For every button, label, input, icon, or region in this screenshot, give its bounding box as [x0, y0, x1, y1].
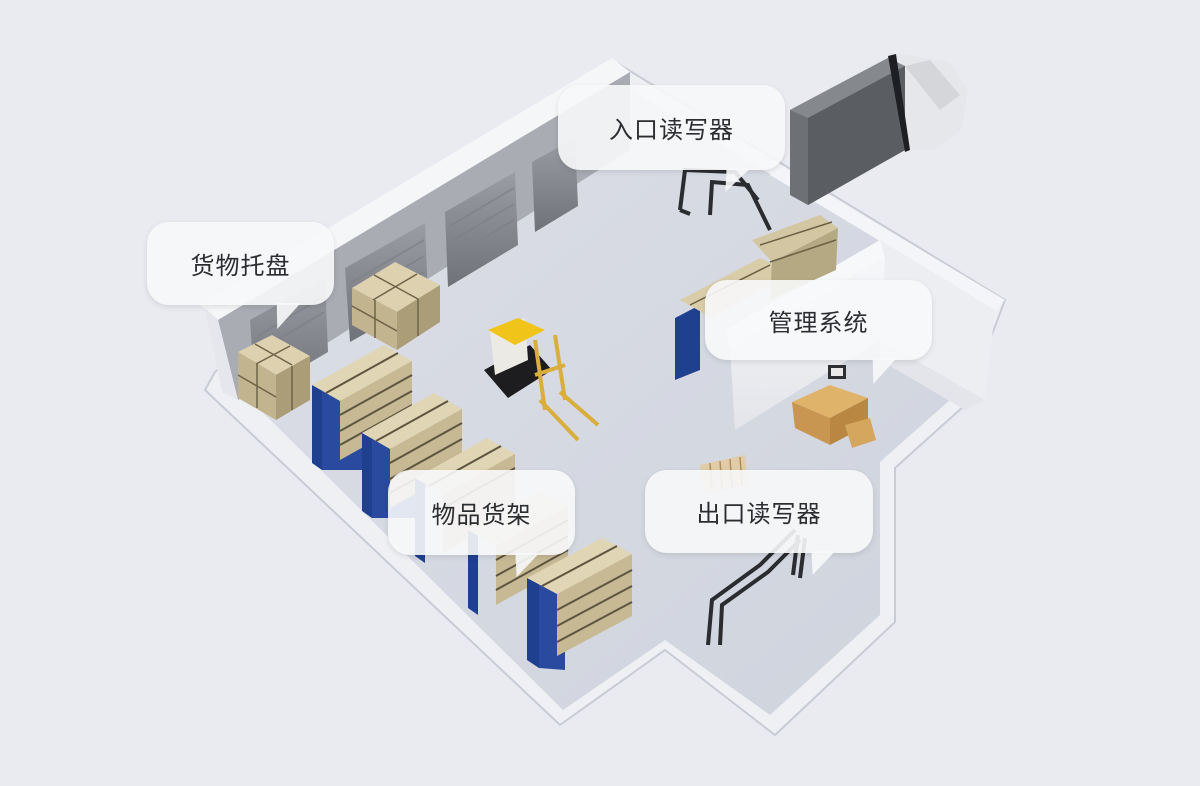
label-cargo-pallet: 货物托盘: [147, 222, 334, 329]
entrance-rfid-gate: [678, 167, 772, 231]
label-text: 货物托盘: [190, 252, 291, 280]
label-exit-reader: 出口读写器: [645, 470, 873, 575]
label-entrance-reader: 入口读写器: [558, 85, 785, 192]
label-item-shelf: 物品货架: [388, 470, 575, 577]
item-shelf: [312, 345, 413, 470]
label-management-system: 管理系统: [705, 280, 932, 384]
cargo-pallet: [237, 262, 440, 420]
forklift: [484, 318, 600, 442]
delivery-truck: [790, 52, 968, 205]
label-text: 管理系统: [768, 308, 869, 337]
office-desk: [792, 365, 876, 448]
item-shelf: [527, 538, 633, 670]
label-text: 出口读写器: [696, 500, 822, 528]
label-text: 物品货架: [431, 501, 532, 529]
label-text: 入口读写器: [609, 116, 734, 144]
